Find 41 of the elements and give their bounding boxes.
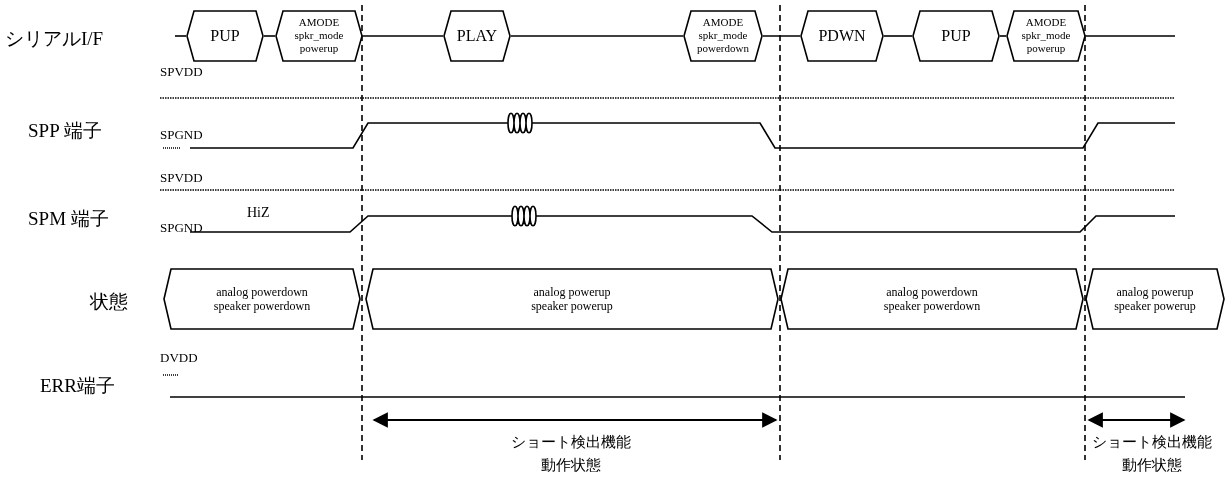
- row-label: シリアルI/F: [5, 27, 104, 51]
- bus-line: [174, 35, 187, 37]
- bus-line: [362, 35, 444, 37]
- bus-value-hexagon: [186, 10, 264, 62]
- row-label: 状態: [90, 290, 128, 314]
- bus-line: [263, 35, 276, 37]
- state-hexagon: [1085, 268, 1225, 330]
- row-label: ERR端子: [40, 374, 115, 398]
- bus-value-hexagon: [443, 10, 511, 62]
- bus-value-text: PUP: [940, 26, 972, 46]
- span-caption: ショート検出機能動作状態: [1092, 432, 1212, 476]
- level-label: SPGND: [160, 127, 203, 143]
- bus-value-text: PDWN: [817, 26, 867, 46]
- bus-value-hexagon: [912, 10, 1000, 62]
- row-label: SPP 端子: [28, 119, 102, 143]
- bus-value-text: PLAY: [455, 26, 499, 46]
- bus-value-text: AMODE spkr_mode powerup: [293, 16, 345, 56]
- bus-line: [1085, 35, 1176, 37]
- state-text: analog powerup speaker powerup: [530, 284, 614, 314]
- state-hexagon: [163, 268, 361, 330]
- bus-value-hexagon: [800, 10, 884, 62]
- bus-line: [999, 35, 1007, 37]
- bus-line: [762, 35, 801, 37]
- bus-value-text: AMODE spkr_mode powerdown: [696, 16, 750, 56]
- state-text: analog powerdown speaker powerdown: [212, 284, 312, 314]
- state-text: analog powerdown speaker powerdown: [882, 284, 982, 314]
- bus-value-text: PUP: [209, 26, 241, 46]
- level-label: SPVDD: [160, 170, 203, 186]
- span-caption: ショート検出機能動作状態: [511, 432, 631, 476]
- bus-line: [510, 35, 684, 37]
- bus-value-text: AMODE spkr_mode powerup: [1020, 16, 1072, 56]
- bus-value-hexagon: [683, 10, 763, 62]
- state-text: analog powerup speaker powerup: [1113, 284, 1197, 314]
- level-label: DVDD: [160, 350, 198, 366]
- bus-value-hexagon: [1006, 10, 1086, 62]
- bus-line: [883, 35, 913, 37]
- state-note: HiZ: [247, 205, 270, 221]
- level-label: SPVDD: [160, 64, 203, 80]
- row-label: SPM 端子: [28, 207, 109, 231]
- bus-value-hexagon: [275, 10, 363, 62]
- level-label: SPGND: [160, 220, 203, 236]
